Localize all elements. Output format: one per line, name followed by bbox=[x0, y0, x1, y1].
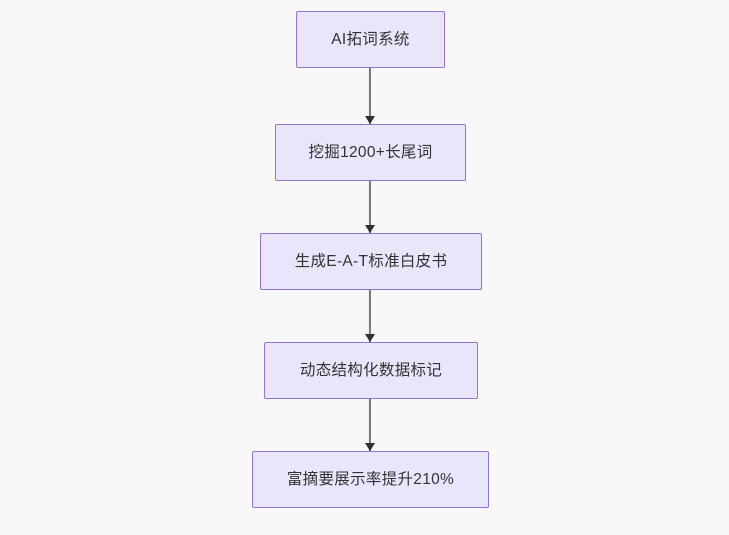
node-label: 富摘要展示率提升210% bbox=[286, 470, 455, 488]
edge-line bbox=[368, 290, 372, 342]
edge-line bbox=[368, 68, 372, 124]
flowchart-node-rich-snippet-rate-increase[interactable]: 富摘要展示率提升210% bbox=[252, 451, 489, 508]
node-label: 生成E-A-T标准白皮书 bbox=[294, 252, 448, 270]
flowchart-node-generate-eat-whitepaper[interactable]: 生成E-A-T标准白皮书 bbox=[260, 233, 482, 290]
arrowhead-icon bbox=[365, 116, 375, 124]
node-label: AI拓词系统 bbox=[331, 30, 410, 48]
arrowhead-icon bbox=[365, 225, 375, 233]
edge-line bbox=[368, 181, 372, 233]
edge-line bbox=[368, 399, 372, 451]
flowchart-node-ai-keyword-system[interactable]: AI拓词系统 bbox=[296, 11, 445, 68]
node-label: 挖掘1200+长尾词 bbox=[308, 143, 433, 161]
arrowhead-icon bbox=[365, 334, 375, 342]
flowchart-node-dynamic-structured-data-markup[interactable]: 动态结构化数据标记 bbox=[264, 342, 478, 399]
flowchart-node-mine-longtail-keywords[interactable]: 挖掘1200+长尾词 bbox=[275, 124, 466, 181]
node-label: 动态结构化数据标记 bbox=[299, 361, 443, 379]
arrowhead-icon bbox=[365, 443, 375, 451]
